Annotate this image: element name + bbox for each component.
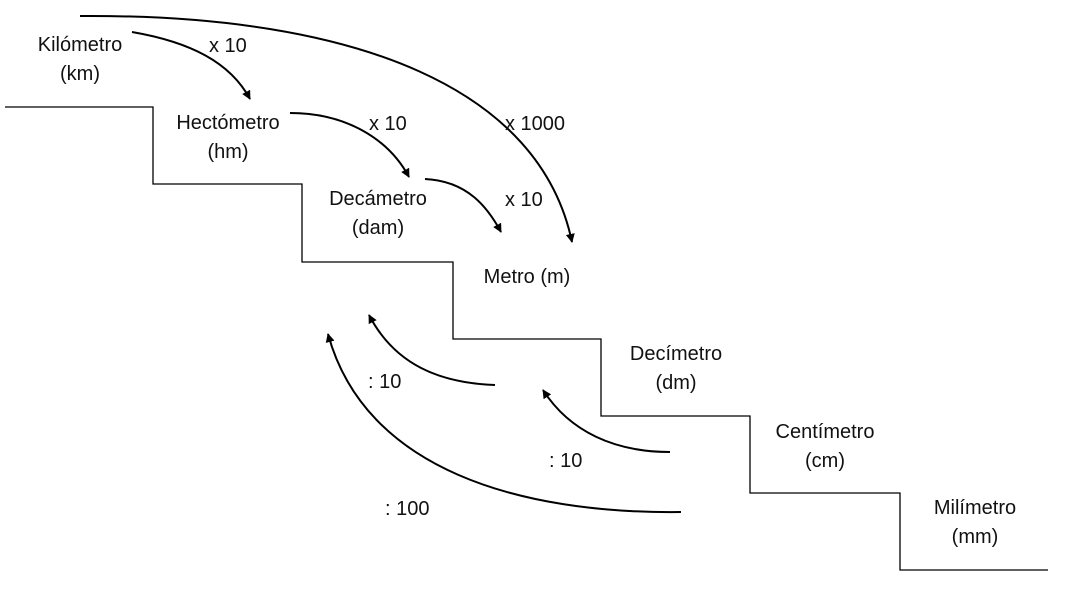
unit-hectometro: Hectómetro (hm) xyxy=(158,109,298,167)
arrow-km-to-m xyxy=(79,14,575,243)
arrow-cm-to-dm xyxy=(542,389,671,453)
op-km-to-m: x 1000 xyxy=(505,113,566,135)
staircase-line xyxy=(5,106,1048,571)
unit-abbr: (dm) xyxy=(655,372,697,394)
op-dm-to-m: : 10 xyxy=(368,371,402,393)
unit-decametro: Decámetro (dam) xyxy=(308,185,448,243)
unit-name: Hectómetro xyxy=(176,112,280,134)
op-dam-to-m: x 10 xyxy=(505,189,543,211)
arrow-mm-to-m xyxy=(325,333,682,514)
unit-abbr: (km) xyxy=(60,63,100,85)
arrow-dam-to-m xyxy=(424,178,502,233)
unit-milimetro: Milímetro (mm) xyxy=(905,494,1045,552)
unit-abbr: (hm) xyxy=(207,141,249,163)
op-hm-to-dam: x 10 xyxy=(369,113,407,135)
arrow-km-to-hm xyxy=(131,31,251,100)
unit-centimetro: Centímetro (cm) xyxy=(755,418,895,476)
unit-name: Centímetro xyxy=(775,421,875,443)
unit-abbr: (dam) xyxy=(351,217,405,239)
unit-name: Kilómetro xyxy=(37,34,123,56)
unit-name: Metro (m) xyxy=(483,266,571,288)
arrow-hm-to-dam xyxy=(289,112,410,178)
op-km-to-hm: x 10 xyxy=(209,35,247,57)
unit-name: Decímetro xyxy=(629,343,723,365)
op-cm-to-dm: : 10 xyxy=(549,450,583,472)
unit-name: Decámetro xyxy=(329,188,427,210)
unit-abbr: (cm) xyxy=(805,450,845,472)
unit-metro: Metro (m) xyxy=(462,263,592,292)
unit-name: Milímetro xyxy=(933,497,1017,519)
unit-decimetro: Decímetro (dm) xyxy=(606,340,746,398)
arrow-dm-to-m xyxy=(368,314,496,386)
op-mm-to-m: : 100 xyxy=(385,498,430,520)
unit-kilometro: Kilómetro (km) xyxy=(22,31,138,89)
unit-abbr: (mm) xyxy=(951,526,999,548)
